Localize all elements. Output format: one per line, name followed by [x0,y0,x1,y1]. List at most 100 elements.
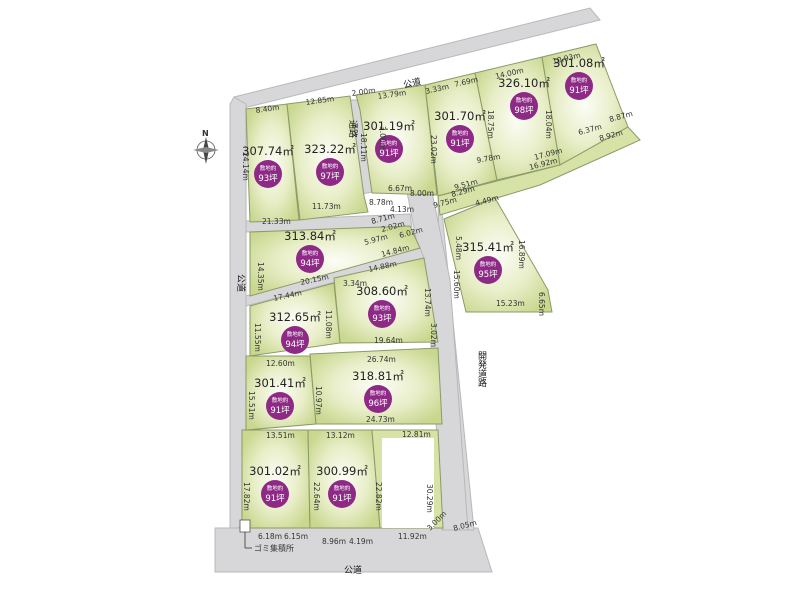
lot-area: 301.70㎡ [434,109,486,123]
south-road-label: 公道 [344,564,362,576]
badge-caption: 敷地約 [516,96,533,104]
badge-tsubo: 94坪 [300,259,320,269]
badge-tsubo: 91坪 [379,149,399,159]
dimension-label: 30.29m [425,484,434,513]
dimension-label: 3.00m [378,126,387,150]
dimension-label: 10.97m [314,386,323,415]
garbage-station [239,519,251,533]
dimension-label: 18.11m [359,133,368,162]
badge-caption: 敷地約 [370,389,387,397]
lot-area: 301.02㎡ [249,464,301,478]
garbage-label: ゴミ集積所 [254,543,294,553]
lot-13[interactable] [241,429,311,529]
dimension-label: 22.82m [374,482,383,511]
dimension-label: 18.04m [544,110,553,139]
badge-tsubo: 98坪 [514,106,534,116]
badge-tsubo: 97坪 [320,172,340,182]
small-passage-label: 通路 [347,120,359,138]
dimension-label: 6.18m [258,532,282,541]
lot-10[interactable] [249,282,341,357]
badge-caption: 敷地約 [571,76,588,84]
badge-caption: 敷地約 [260,164,277,172]
dimension-label: 12.81m [402,430,431,439]
north-label: N [202,129,209,138]
lot-area: 301.19㎡ [363,119,415,133]
tsubo-badge [364,385,392,413]
dimension-label: 11.73m [312,202,341,211]
tsubo-badge [316,158,344,186]
dimension-label: 17.82m [242,482,251,511]
dimension-label: 6.67m [388,184,412,193]
dimension-label: 13.74m [423,288,432,317]
lot-area: 318.81㎡ [352,369,404,383]
tsubo-badge [296,245,324,273]
dimension-label: 13.79m [377,88,407,101]
dimension-label: 13.51m [266,431,295,440]
dimension-label: 12.60m [266,359,295,368]
lot-area: 326.10㎡ [498,76,550,90]
badge-tsubo: 96坪 [368,399,388,409]
vacant-block [382,438,434,528]
lot-area: 301.41㎡ [254,376,306,390]
dimension-label: 3.02m [429,323,438,347]
dimension-label: 11.55m [253,323,262,352]
lot-area: 307.74㎡ [242,144,294,158]
lot-2[interactable] [286,95,369,221]
dimension-label: 8.78m [369,198,393,207]
dimension-label: 11.08m [324,310,333,339]
tsubo-badge [328,480,356,508]
dimension-label: 15.51m [247,391,256,420]
lot-area: 301.08㎡ [553,56,605,70]
dimension-label: 19.64m [374,336,403,345]
dimension-label: 2.00m [351,86,376,98]
dimension-label: 21.33m [262,217,291,226]
badge-caption: 敷地約 [452,129,469,137]
dimension-label: 26.74m [367,355,396,364]
dimension-label: 5.48m [454,236,463,260]
tsubo-badge [266,392,294,420]
dimension-label: 22.64m [312,482,321,511]
dimension-label: 14.35m [256,262,265,291]
dimension-label: 8.40m [255,103,280,115]
tsubo-badge [474,256,502,284]
badge-tsubo: 91坪 [569,86,589,96]
dimension-label: 6.65m [537,292,546,316]
dimension-label: 8.96m [322,537,346,546]
lot-6b[interactable] [437,126,641,216]
dimension-label: 12.85m [305,94,335,107]
lot-8[interactable] [443,197,553,313]
lot-area: 308.60㎡ [356,284,408,298]
tsubo-badge [375,135,403,163]
badge-caption: 敷地約 [374,304,391,312]
badge-tsubo: 91坪 [450,139,470,149]
badge-caption: 敷地約 [302,249,319,257]
tsubo-badge [254,160,282,188]
badge-caption: 敷地約 [334,484,351,492]
dimension-label: 24.73m [366,415,395,424]
badge-tsubo: 94坪 [285,340,305,350]
badge-caption: 敷地約 [267,484,284,492]
north-arrow: N [193,129,219,164]
badge-tsubo: 93坪 [258,174,278,184]
dimension-label: 23.02m [429,135,438,164]
lot-area: 315.41㎡ [462,240,514,254]
lot-7[interactable] [249,225,421,297]
dimension-label: 15.60m [452,270,461,299]
dimension-label: 11.92m [398,532,427,541]
badge-caption: 敷地約 [381,139,398,147]
badge-tsubo: 91坪 [265,494,285,504]
lot-14[interactable] [307,429,381,529]
tsubo-badge [281,326,309,354]
badge-caption: 敷地約 [322,162,339,170]
